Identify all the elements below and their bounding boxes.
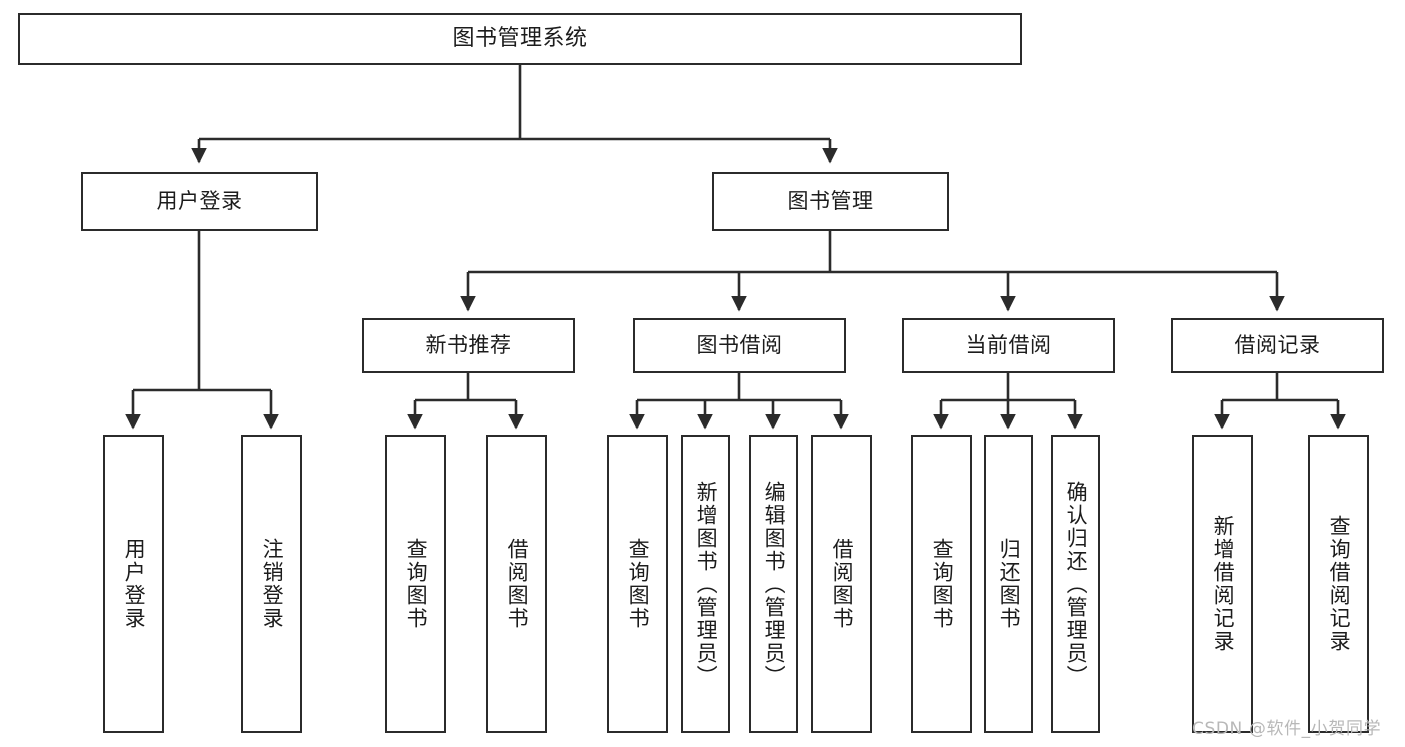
node-user-login[interactable]: 用户登录 <box>81 172 318 231</box>
leaf-add-book-admin-label: 新增图书（管理员） <box>694 480 719 688</box>
leaf-query-borrow-record-label: 查询借阅记录 <box>1327 515 1352 653</box>
leaf-return-book-label: 归还图书 <box>997 538 1022 630</box>
leaf-add-borrow-record[interactable]: 新增借阅记录 <box>1192 435 1253 733</box>
leaf-query-book-borrow[interactable]: 查询图书 <box>607 435 668 733</box>
node-book-borrow[interactable]: 图书借阅 <box>633 318 846 373</box>
leaf-logout-label: 注销登录 <box>260 538 285 630</box>
leaf-query-book-current[interactable]: 查询图书 <box>911 435 972 733</box>
node-new-book-recommend-label: 新书推荐 <box>425 333 512 358</box>
node-new-book-recommend[interactable]: 新书推荐 <box>362 318 575 373</box>
leaf-query-book-current-label: 查询图书 <box>930 538 955 630</box>
leaf-borrow-book[interactable]: 借阅图书 <box>811 435 872 733</box>
node-user-login-label: 用户登录 <box>156 189 243 214</box>
leaf-borrow-book-recommend[interactable]: 借阅图书 <box>486 435 547 733</box>
node-book-management-label: 图书管理 <box>787 189 874 214</box>
node-book-management[interactable]: 图书管理 <box>712 172 949 231</box>
leaf-add-borrow-record-label: 新增借阅记录 <box>1211 515 1236 653</box>
node-root-label: 图书管理系统 <box>452 26 588 52</box>
leaf-borrow-book-recommend-label: 借阅图书 <box>505 538 530 630</box>
leaf-user-login-label: 用户登录 <box>122 538 147 630</box>
node-borrow-record[interactable]: 借阅记录 <box>1171 318 1384 373</box>
leaf-add-book-admin[interactable]: 新增图书（管理员） <box>681 435 730 733</box>
leaf-confirm-return-admin[interactable]: 确认归还（管理员） <box>1051 435 1100 733</box>
node-borrow-record-label: 借阅记录 <box>1234 333 1321 358</box>
leaf-query-book-recommend-label: 查询图书 <box>404 538 429 630</box>
node-current-borrow[interactable]: 当前借阅 <box>902 318 1115 373</box>
leaf-confirm-return-admin-label: 确认归还（管理员） <box>1064 480 1089 688</box>
csdn-watermark: CSDN @软件_小贺同学 <box>1192 719 1382 739</box>
leaf-query-borrow-record[interactable]: 查询借阅记录 <box>1308 435 1369 733</box>
node-current-borrow-label: 当前借阅 <box>965 333 1052 358</box>
leaf-return-book[interactable]: 归还图书 <box>984 435 1033 733</box>
node-root[interactable]: 图书管理系统 <box>18 13 1022 65</box>
leaf-query-book-borrow-label: 查询图书 <box>626 538 651 630</box>
leaf-edit-book-admin-label: 编辑图书（管理员） <box>762 480 787 688</box>
leaf-query-book-recommend[interactable]: 查询图书 <box>385 435 446 733</box>
leaf-borrow-book-label: 借阅图书 <box>830 538 855 630</box>
leaf-edit-book-admin[interactable]: 编辑图书（管理员） <box>749 435 798 733</box>
node-book-borrow-label: 图书借阅 <box>696 333 783 358</box>
leaf-logout[interactable]: 注销登录 <box>241 435 302 733</box>
leaf-user-login[interactable]: 用户登录 <box>103 435 164 733</box>
